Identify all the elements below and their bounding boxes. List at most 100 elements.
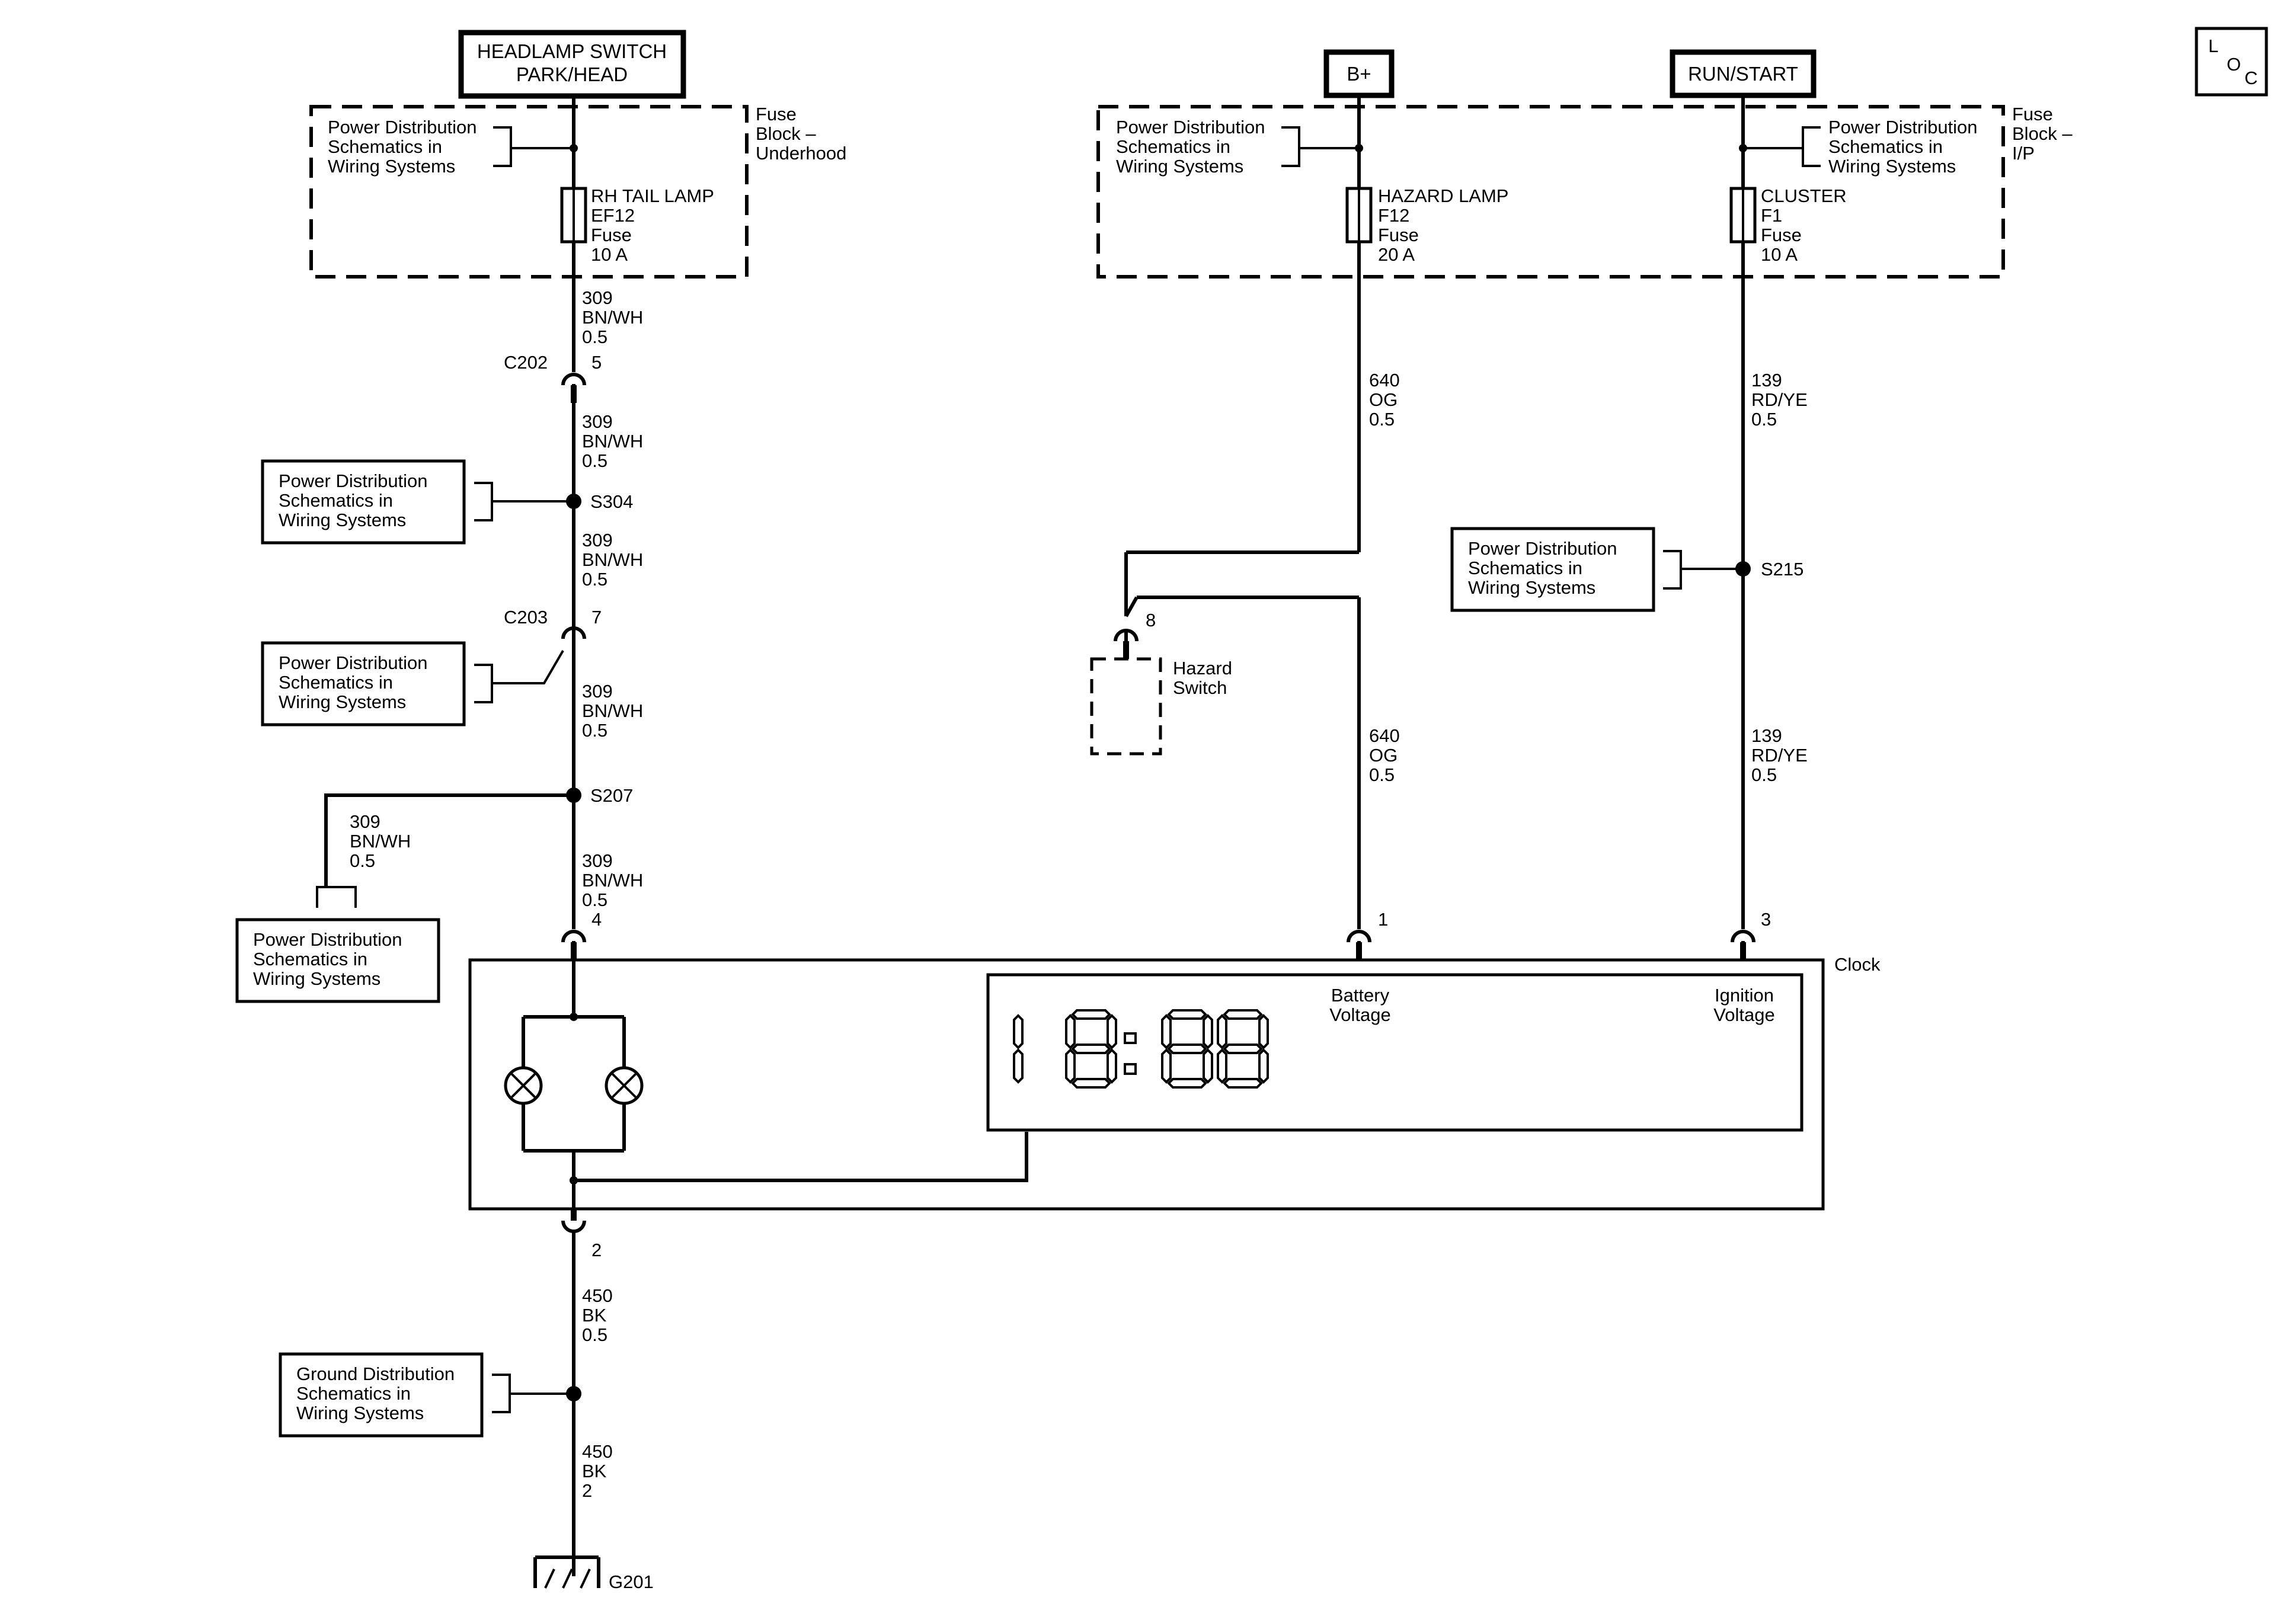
svg-text:BN/WH: BN/WH — [582, 870, 643, 891]
power-ref-run: Power Distribution Schematics in Wiring … — [1743, 117, 1978, 177]
display-segment — [1065, 1048, 1076, 1084]
svg-text:3: 3 — [1761, 909, 1771, 930]
svg-text:Schematics in: Schematics in — [296, 1383, 411, 1404]
clock-pin-4: 4 — [561, 909, 602, 961]
wire-label-450-a: 450 BK 0.5 — [582, 1285, 613, 1345]
svg-text:309: 309 — [582, 850, 613, 871]
svg-text:Voltage: Voltage — [1713, 1004, 1774, 1025]
display-segment — [1258, 1014, 1269, 1049]
display-segment — [1065, 1014, 1076, 1049]
svg-text:RH TAIL LAMP: RH TAIL LAMP — [591, 185, 714, 206]
wire-label-309-a: 309 BN/WH 0.5 — [582, 287, 643, 347]
power-ref-bplus: Power Distribution Schematics in Wiring … — [1116, 117, 1359, 177]
svg-text:309: 309 — [582, 681, 613, 702]
svg-text:309: 309 — [582, 411, 613, 432]
svg-text:Schematics in: Schematics in — [253, 949, 367, 969]
display-segment — [1217, 1014, 1227, 1049]
clock-label: Clock — [1834, 954, 1881, 975]
svg-text:HAZARD LAMP: HAZARD LAMP — [1378, 185, 1508, 206]
splice-s207-label: S207 — [590, 785, 633, 806]
lamp-bulb-icon — [504, 1066, 543, 1105]
svg-text:8: 8 — [1146, 610, 1156, 630]
svg-text:Ignition: Ignition — [1715, 985, 1774, 1006]
svg-text:Ground Distribution: Ground Distribution — [296, 1363, 455, 1384]
display-segment — [1161, 1048, 1172, 1084]
svg-text:BN/WH: BN/WH — [582, 307, 643, 328]
wire-label-309-branch: 309 BN/WH 0.5 — [350, 811, 411, 871]
svg-text:10 A: 10 A — [591, 244, 628, 265]
wire-label-309-c: 309 BN/WH 0.5 — [582, 530, 643, 590]
svg-text:Schematics in: Schematics in — [279, 490, 393, 511]
svg-text:Fuse: Fuse — [2012, 104, 2053, 124]
svg-text:BN/WH: BN/WH — [350, 831, 411, 852]
splice-s304-label: S304 — [590, 491, 633, 512]
svg-text:1: 1 — [1378, 909, 1388, 930]
display-segment — [1013, 1048, 1024, 1084]
svg-text:Power Distribution: Power Distribution — [1116, 117, 1265, 137]
display-segment — [1167, 1078, 1207, 1089]
svg-text:20 A: 20 A — [1378, 244, 1415, 265]
display-segment — [1071, 1044, 1111, 1054]
splice-s215-label: S215 — [1761, 559, 1803, 580]
svg-text:0.5: 0.5 — [350, 850, 375, 871]
fuse-block-underhood-outline — [309, 105, 749, 279]
clock-pin-3: 3 — [1731, 909, 1771, 961]
svg-text:Power Distribution: Power Distribution — [279, 652, 428, 673]
wire-label-640-b: 640 OG 0.5 — [1369, 725, 1400, 785]
fuse-hazard-lamp: HAZARD LAMP F12 Fuse 20 A — [1345, 185, 1508, 265]
svg-text:Schematics in: Schematics in — [279, 672, 393, 693]
display-segment — [1203, 1014, 1213, 1049]
svg-text:Fuse: Fuse — [756, 104, 797, 124]
svg-text:0.5: 0.5 — [1369, 764, 1395, 785]
svg-text:Schematics in: Schematics in — [1468, 558, 1582, 578]
svg-text:BK: BK — [582, 1461, 607, 1481]
connector-c203: C203 7 — [504, 607, 602, 639]
display-colon — [1124, 1032, 1137, 1044]
run-start-source: RUN/START — [1670, 49, 1817, 98]
svg-text:RD/YE: RD/YE — [1751, 389, 1808, 410]
svg-text:Schematics in: Schematics in — [328, 136, 442, 157]
svg-text:Battery: Battery — [1331, 985, 1390, 1006]
svg-text:Wiring Systems: Wiring Systems — [328, 156, 455, 177]
display-segment — [1217, 1048, 1227, 1084]
fuse-block-ip-outline — [1096, 105, 2005, 279]
clock-pin-1: 1 — [1347, 909, 1388, 961]
svg-text:0.5: 0.5 — [1369, 409, 1395, 430]
clock-pin-2: 2 — [561, 1209, 602, 1260]
ground-icon: G201 — [533, 1555, 654, 1592]
fuse-block-ip-label: Fuse Block – I/P — [2012, 104, 2073, 164]
svg-text:139: 139 — [1751, 370, 1782, 391]
svg-text:Block –: Block – — [2012, 123, 2073, 144]
svg-text:BN/WH: BN/WH — [582, 431, 643, 452]
svg-text:C202: C202 — [504, 352, 548, 373]
svg-text:4: 4 — [591, 909, 602, 930]
display-segment — [1203, 1048, 1213, 1084]
svg-text:F1: F1 — [1761, 205, 1782, 226]
display-segment — [1013, 1014, 1024, 1049]
svg-text:0.5: 0.5 — [582, 450, 607, 471]
wire-label-640-a: 640 OG 0.5 — [1369, 370, 1400, 430]
svg-text:309: 309 — [350, 811, 380, 832]
svg-text:Wiring Systems: Wiring Systems — [1828, 156, 1956, 177]
svg-text:RD/YE: RD/YE — [1751, 745, 1808, 766]
svg-text:Wiring Systems: Wiring Systems — [279, 510, 406, 530]
bplus-source: B+ — [1323, 49, 1395, 98]
svg-text:BN/WH: BN/WH — [582, 700, 643, 721]
svg-text:5: 5 — [591, 352, 602, 373]
svg-text:640: 640 — [1369, 725, 1400, 746]
connector-c202: C202 5 — [504, 352, 602, 403]
svg-text:OG: OG — [1369, 389, 1398, 410]
svg-text:Wiring Systems: Wiring Systems — [1468, 577, 1595, 598]
svg-text:Power Distribution: Power Distribution — [1828, 117, 1978, 137]
svg-text:Voltage: Voltage — [1329, 1004, 1390, 1025]
svg-text:Schematics in: Schematics in — [1828, 136, 1943, 157]
clock-display-panel — [986, 973, 1803, 1132]
svg-text:Schematics in: Schematics in — [1116, 136, 1230, 157]
wire-label-450-b: 450 BK 2 — [582, 1441, 613, 1501]
svg-text:450: 450 — [582, 1441, 613, 1462]
svg-text:Hazard: Hazard — [1173, 658, 1232, 678]
fuse-rh-tail-lamp: RH TAIL LAMP EF12 Fuse 10 A — [560, 185, 714, 265]
fuse-block-underhood-label: Fuse Block – Underhood — [756, 104, 846, 164]
display-segment — [1223, 1078, 1263, 1089]
